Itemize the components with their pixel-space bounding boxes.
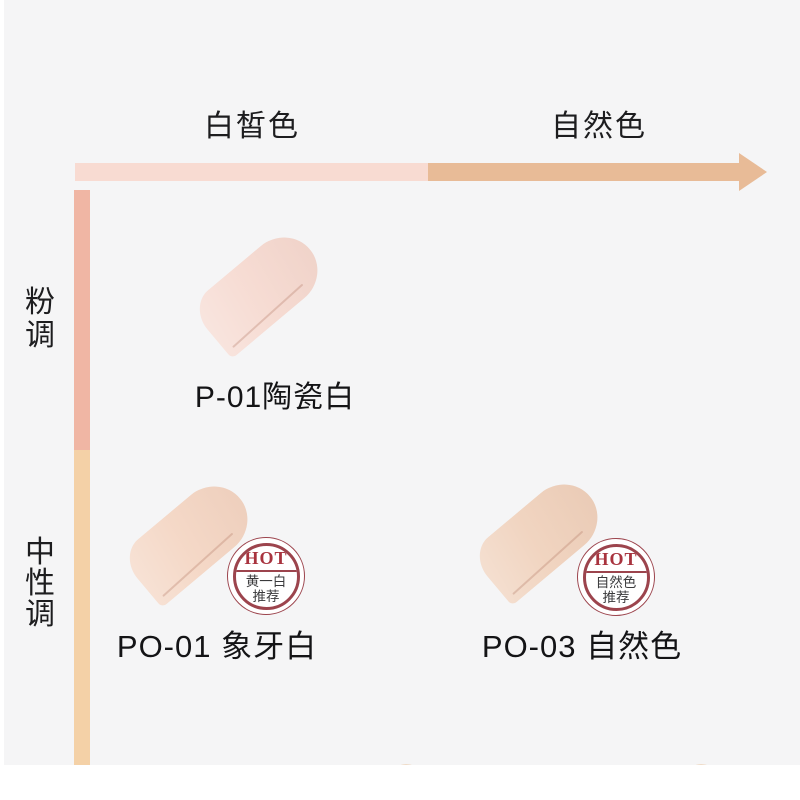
y-axis-label-pink-tone: 粉调 xyxy=(25,286,55,352)
hot-badge-line2: 推荐 xyxy=(252,588,280,604)
hot-badge-title: HOT xyxy=(594,549,638,570)
x-axis-label-fair: 白皙色 xyxy=(204,110,300,143)
foundation-swatch-p01 xyxy=(188,223,332,359)
partial-swatch-tip xyxy=(605,750,749,765)
y-axis-bar-pink-segment xyxy=(74,190,90,450)
hot-badge-line1: 黄一白 xyxy=(245,573,287,589)
hot-badge-po01: HOT 黄一白 推荐 xyxy=(227,537,305,615)
x-axis-label-natural: 自然色 xyxy=(551,110,647,143)
hot-badge-line2: 推荐 xyxy=(602,589,630,605)
hot-badge-inner-ring: HOT 黄一白 推荐 xyxy=(232,542,300,610)
hot-badge-po03: HOT 自然色 推荐 xyxy=(577,538,655,616)
left-edge-strip xyxy=(0,0,4,765)
hot-badge-divider xyxy=(235,570,297,572)
y-axis-bar-tan-segment xyxy=(74,450,90,765)
hot-badge-divider xyxy=(585,571,647,573)
hot-badge-inner-ring: HOT 自然色 推荐 xyxy=(582,543,650,611)
product-label-po01: PO-01 象牙白 xyxy=(116,629,318,664)
y-axis-label-neutral-tone: 中性调 xyxy=(25,536,55,631)
hot-badge-line1: 自然色 xyxy=(595,574,637,590)
product-label-p01: P-01陶瓷白 xyxy=(194,381,356,414)
product-label-po03: PO-03 自然色 xyxy=(481,629,683,664)
x-axis-bar-light-segment xyxy=(75,163,428,181)
x-axis-bar-dark-segment xyxy=(428,163,740,181)
chart-area: 白皙色 自然色 粉调 中性调 P-01陶瓷白 HOT 黄一白 推荐 PO-01 … xyxy=(0,0,800,765)
partial-swatch-tip xyxy=(310,750,454,765)
hot-badge-title: HOT xyxy=(244,548,288,569)
arrow-right-icon xyxy=(739,153,767,191)
